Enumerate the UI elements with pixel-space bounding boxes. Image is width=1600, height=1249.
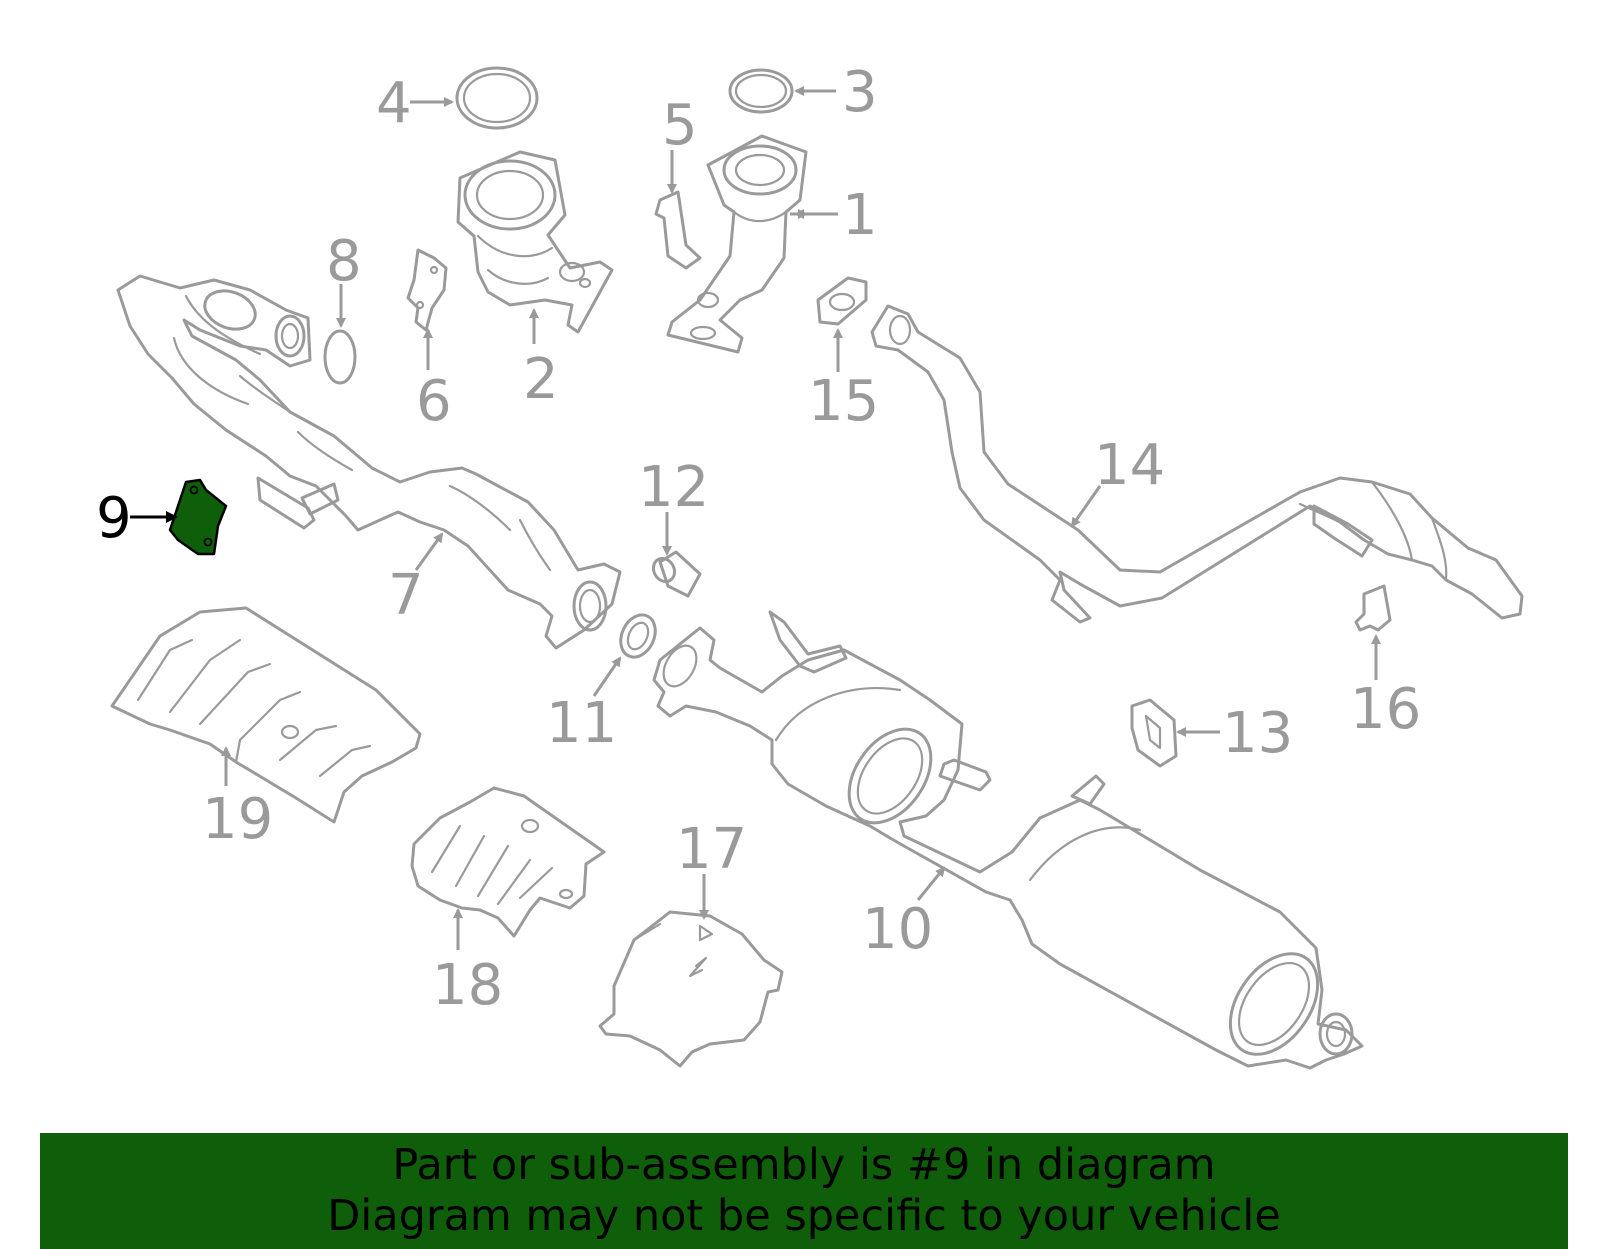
part-3-gasket [728, 68, 794, 114]
part-12-sleeve [651, 550, 702, 598]
callout-15: 15 [808, 369, 879, 434]
callout-labels: 1 2 3 4 5 6 7 8 9 10 11 12 13 14 15 16 1… [96, 60, 1421, 1018]
callout-17: 17 [676, 817, 747, 882]
callout-3: 3 [842, 60, 878, 125]
part-11-gasket [619, 613, 657, 659]
part-18-heat-shield [410, 786, 606, 938]
callout-13: 13 [1222, 701, 1293, 766]
leader-7 [414, 532, 444, 571]
callout-19: 19 [202, 787, 273, 852]
part-8-o-ring [323, 329, 357, 385]
leader-11 [592, 656, 622, 697]
callout-4: 4 [376, 71, 412, 136]
part-4-gasket [455, 66, 539, 130]
leader-10 [916, 866, 946, 901]
callout-5: 5 [662, 93, 698, 158]
part-19-heat-shield [110, 606, 422, 824]
banner-line-2: Diagram may not be specific to your vehi… [327, 1191, 1281, 1241]
part-10-muffler-assembly [652, 610, 1364, 1070]
leader-14 [1070, 485, 1102, 528]
part-9-insulator[interactable] [168, 478, 228, 556]
part-2-catalytic-converter [456, 150, 614, 334]
part-16-hanger [1354, 584, 1392, 632]
callout-9: 9 [96, 486, 132, 551]
callout-8: 8 [326, 229, 362, 294]
callout-16: 16 [1350, 677, 1421, 742]
callout-11: 11 [546, 691, 617, 756]
callout-1: 1 [842, 183, 878, 248]
part-6-bracket [406, 248, 448, 332]
banner-line-1: Part or sub-assembly is #9 in diagram [392, 1140, 1216, 1190]
callout-2: 2 [523, 347, 559, 412]
callout-7: 7 [388, 563, 424, 628]
part-14-rear-pipe [870, 304, 1524, 624]
part-5-bracket [654, 190, 702, 270]
part-1-catalytic-converter [666, 134, 808, 354]
part-13-rubber-hanger [1130, 698, 1178, 768]
info-banner: Part or sub-assembly is #9 in diagram Di… [40, 1133, 1568, 1249]
callout-18: 18 [432, 953, 503, 1018]
leader-lines [130, 86, 1381, 950]
part-15-gasket [816, 276, 868, 326]
part-17-heat-shield [598, 910, 784, 1068]
callout-12: 12 [638, 455, 709, 520]
callout-14: 14 [1094, 433, 1165, 498]
part-7-front-pipe [116, 274, 622, 650]
callout-6: 6 [416, 369, 452, 434]
callout-10: 10 [862, 897, 933, 962]
